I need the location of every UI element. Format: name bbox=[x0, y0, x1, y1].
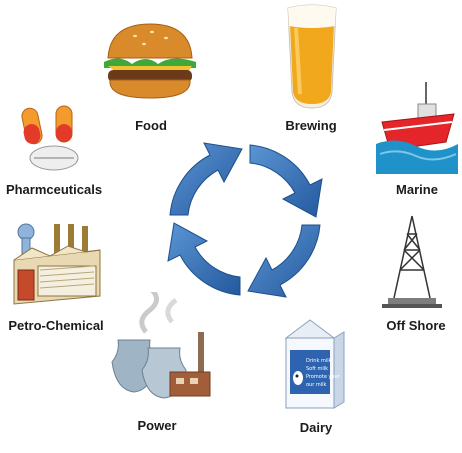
label-pharmceuticals: Pharmceuticals bbox=[5, 182, 103, 197]
burger-icon bbox=[104, 23, 196, 99]
label-brewing: Brewing bbox=[285, 118, 337, 133]
cycle-arrow-bottom-left bbox=[167, 222, 241, 296]
cycle-arrow-top-right bbox=[249, 144, 323, 218]
oil-rig-icon bbox=[382, 215, 442, 308]
beer-glass-icon bbox=[287, 4, 337, 109]
cycle-arrow-bottom-right bbox=[247, 224, 321, 298]
label-marine: Marine bbox=[396, 182, 438, 197]
milk-carton-icon: Drink milk Soft milk Promote your our mi… bbox=[284, 319, 345, 409]
label-food: Food bbox=[135, 118, 167, 133]
cycle-arrow-top-left bbox=[169, 142, 243, 216]
pills-icon bbox=[21, 105, 79, 171]
cycle-arrows bbox=[167, 142, 323, 298]
label-offshore: Off Shore bbox=[386, 318, 446, 333]
carton-text-1: Drink milk bbox=[306, 358, 332, 364]
factory-icon bbox=[13, 223, 101, 305]
label-petro-chemical: Petro-Chemical bbox=[8, 318, 104, 333]
power-plant-icon bbox=[111, 292, 211, 399]
label-dairy: Dairy bbox=[299, 420, 333, 435]
ship-icon bbox=[376, 82, 458, 174]
carton-text-3: Promote your bbox=[306, 374, 341, 380]
carton-text-4: our milk bbox=[306, 382, 327, 388]
label-power: Power bbox=[137, 418, 177, 433]
carton-text-2: Soft milk bbox=[306, 366, 328, 372]
